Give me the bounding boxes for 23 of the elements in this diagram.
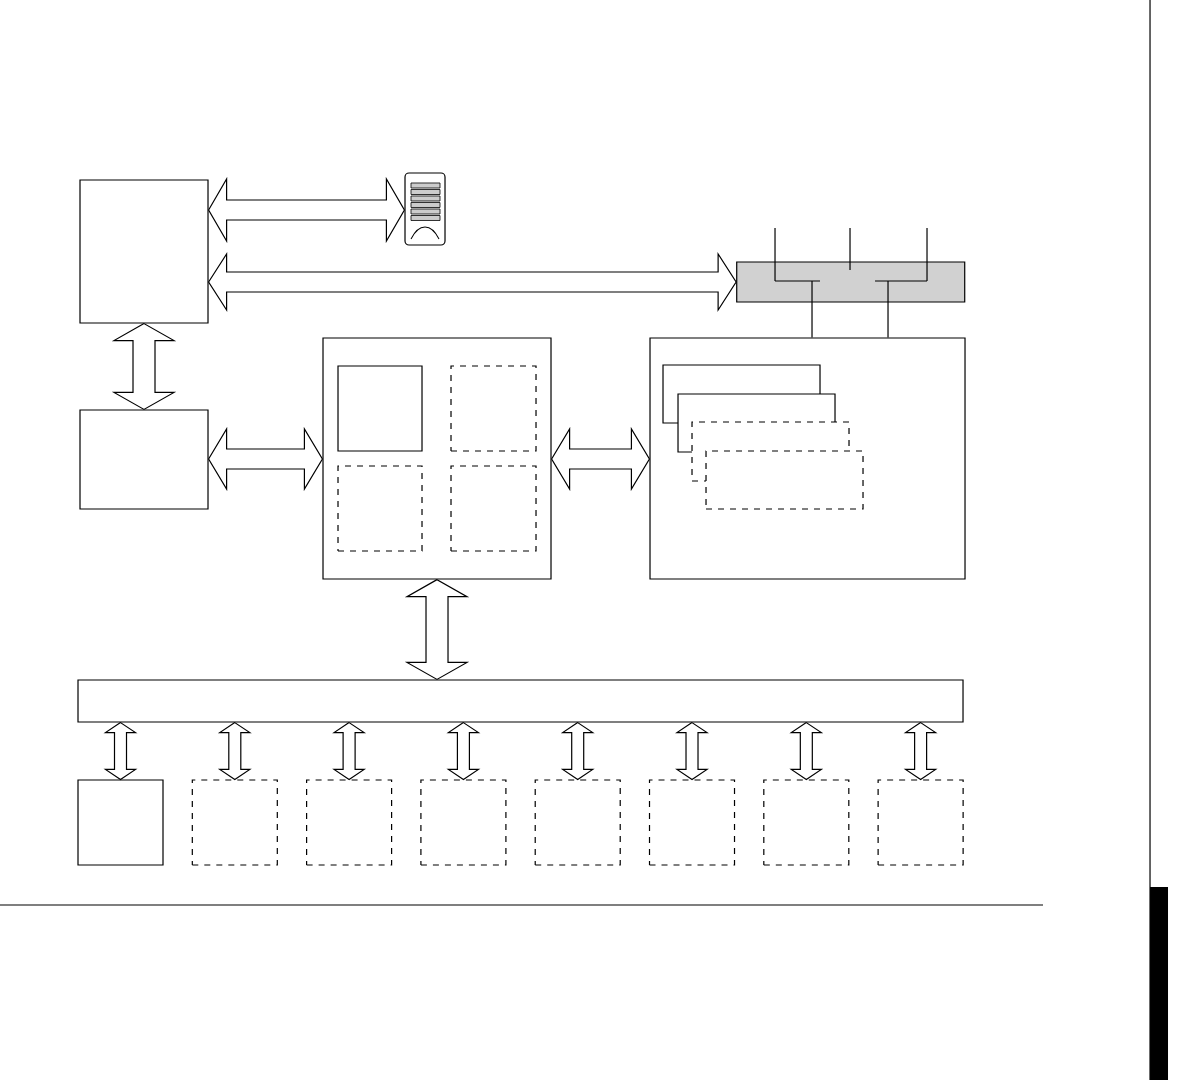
block-box: [450, 465, 537, 552]
block-box: [337, 465, 423, 552]
connector-line: [926, 227, 928, 282]
connector-line: [774, 280, 821, 338]
block-box: [705, 450, 864, 510]
block-box: [79, 179, 209, 324]
connector-line: [774, 227, 776, 282]
block-box: [877, 779, 964, 866]
server-drawing: [404, 172, 446, 246]
pipe-cylinder: [736, 261, 966, 303]
block-box: [648, 779, 736, 866]
connector-line: [849, 227, 851, 271]
block-box: [337, 365, 423, 452]
block-box: [191, 779, 278, 866]
bus-bar: [77, 679, 964, 723]
block-box: [534, 779, 621, 866]
block-box: [306, 779, 393, 866]
block-box: [450, 365, 537, 452]
block-box: [79, 409, 209, 510]
connector-line: [874, 280, 928, 338]
block-box: [77, 779, 164, 866]
block-box: [420, 779, 507, 866]
block-box: [763, 779, 850, 866]
